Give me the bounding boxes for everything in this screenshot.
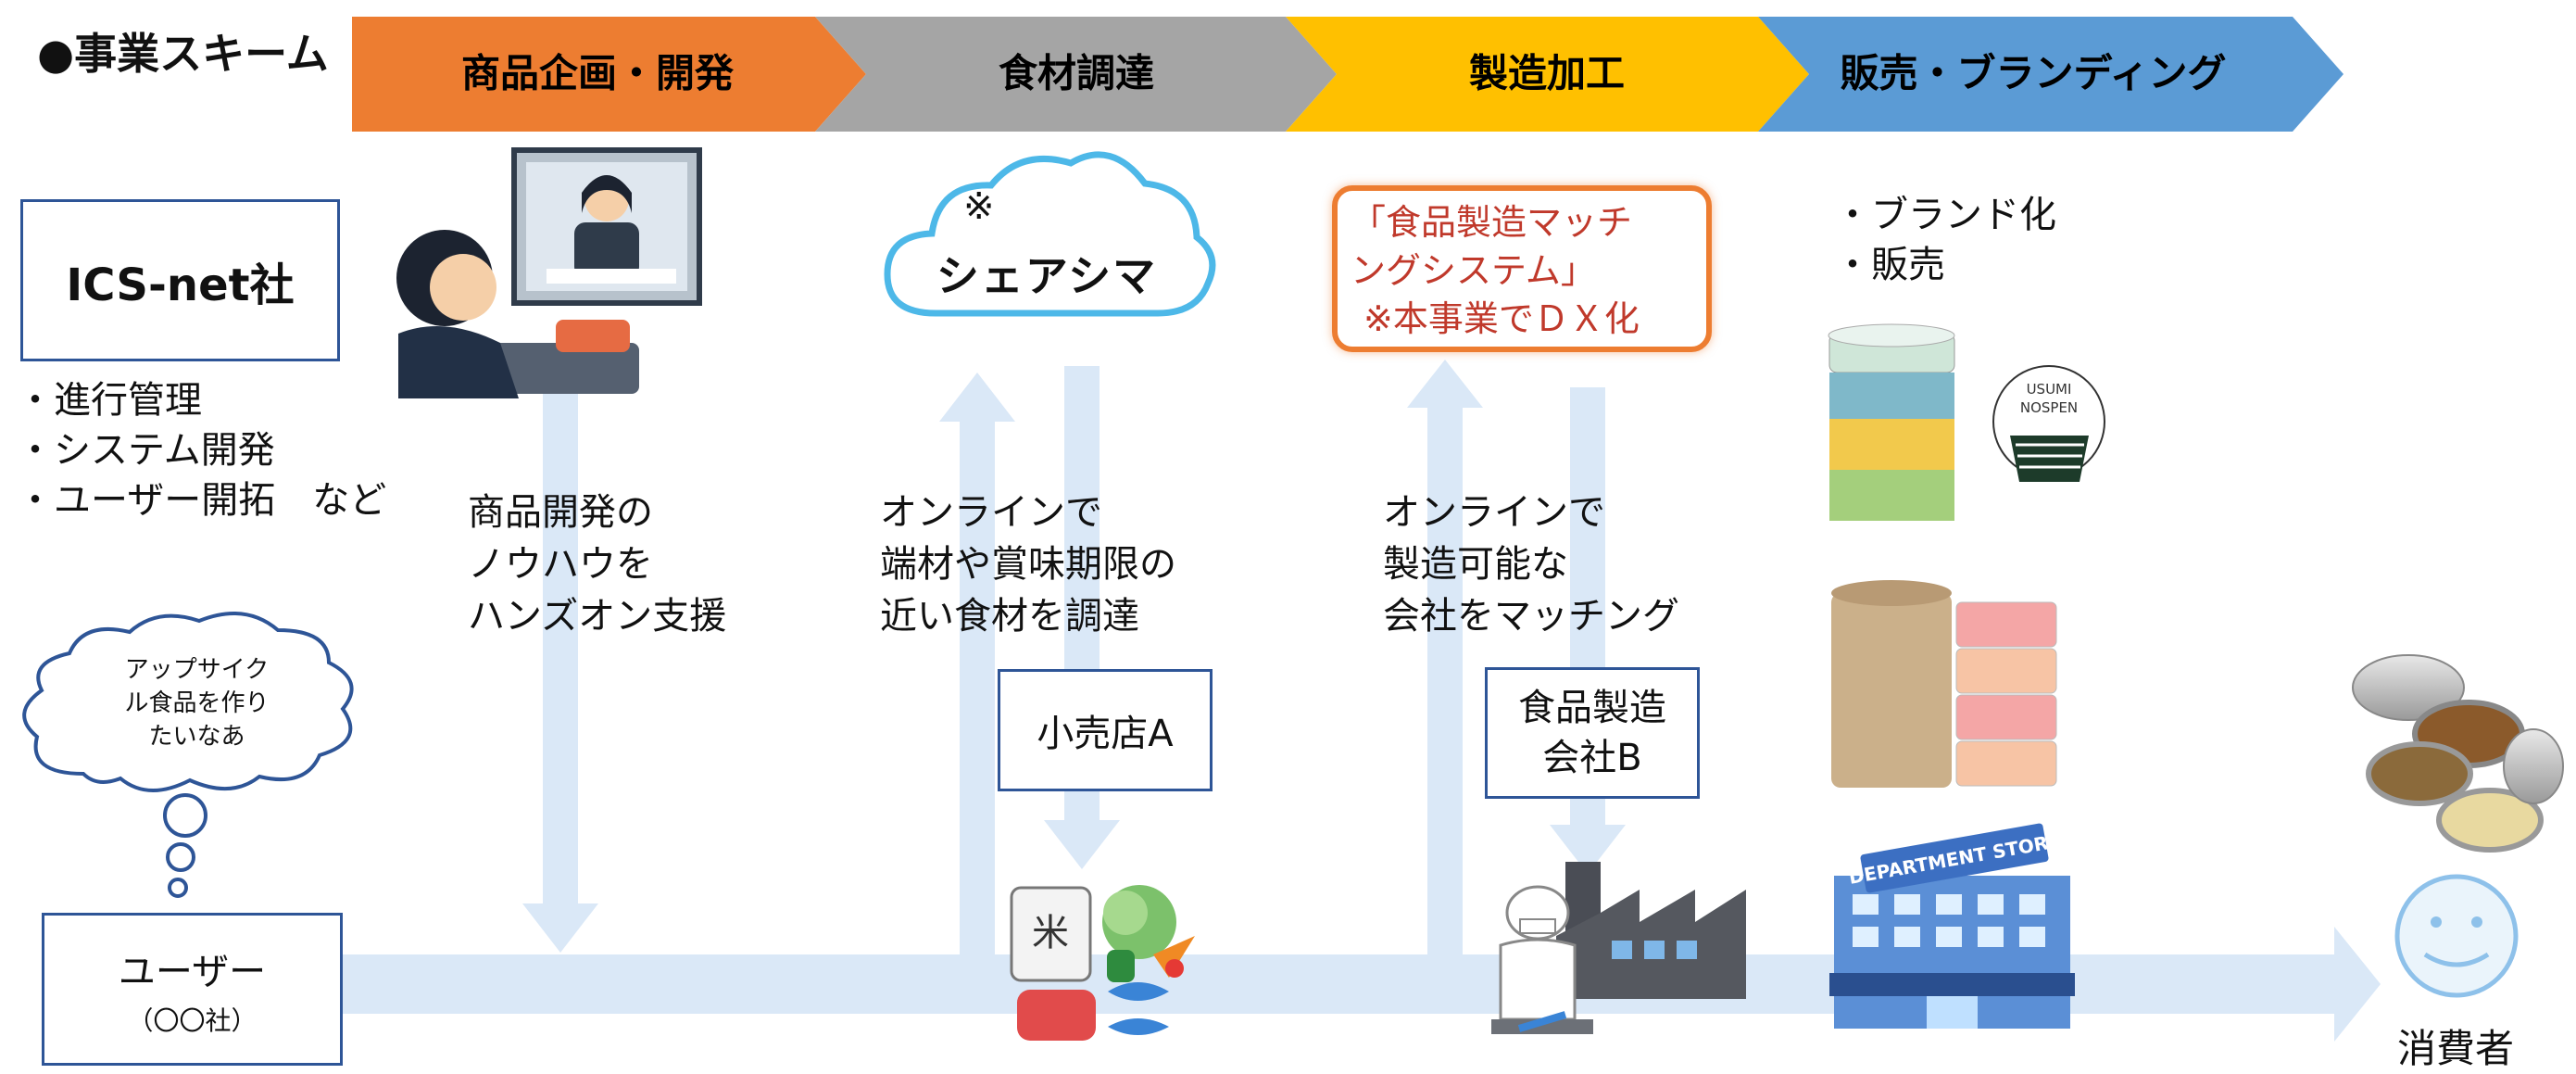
- thought-text: アップサイク ル食品を作り たいなあ: [88, 653, 306, 753]
- caption-line: 会社をマッチング: [1383, 595, 1679, 638]
- page-title: ●事業スキーム: [37, 29, 329, 79]
- canned-product-stack: [1828, 323, 1955, 521]
- thought-line: ル食品を作り: [124, 689, 270, 717]
- thought-line: たいなあ: [148, 723, 245, 751]
- role-item: ・進行管理: [17, 379, 202, 422]
- thought-bubble: [22, 612, 354, 898]
- stage-label-sales-branding: 販売・ブランディング: [1840, 51, 2226, 96]
- caption-dev-support: 商品開発の ノウハウを ハンズオン支援: [468, 486, 726, 642]
- user-sublabel: （〇〇社）: [127, 1005, 258, 1036]
- svg-text:USUMI: USUMI: [2027, 381, 2072, 398]
- stage-label-manufacturing: 製造加工: [1469, 51, 1625, 96]
- consumer-cans-illustration: [2352, 654, 2564, 853]
- factory-worker-illustration: [1491, 862, 1746, 1034]
- caption-line: ノウハウを: [468, 543, 653, 586]
- role-item: ・ユーザー開拓 など: [17, 479, 387, 522]
- cloud-shape: [884, 151, 1216, 317]
- brand-sales-list: ・ブランド化 ・販売: [1834, 190, 2056, 290]
- flow-arrow-procure-up: [939, 373, 1015, 954]
- thought-line: アップサイク: [124, 656, 270, 684]
- matching-system-box: 「食品製造マッチ ングシステム」 ※本事業でＤＸ化: [1332, 185, 1712, 352]
- caption-line: ハンズオン支援: [468, 595, 727, 638]
- stage-procurement: [815, 17, 1337, 132]
- flow-arrow-procure-down: [1044, 366, 1120, 869]
- caption-manufacturing: オンラインで 製造可能な 会社をマッチング: [1383, 486, 1679, 642]
- manufacturer-line: 会社B: [1542, 737, 1642, 779]
- matching-line: ※本事業でＤＸ化: [1363, 298, 1640, 339]
- manufacturer-line: 食品製造: [1518, 687, 1666, 729]
- flow-arrow-manufacture-up: [1407, 360, 1483, 954]
- caption-procurement: オンラインで 端材や賞味期限の 近い食材を調達: [880, 486, 1176, 642]
- matching-line: ングシステム」: [1351, 250, 1596, 291]
- brand-item: ・販売: [1834, 244, 1945, 286]
- cloud-note: ※: [963, 185, 995, 228]
- stage-product-planning: [352, 17, 866, 132]
- caption-line: 製造可能な: [1383, 543, 1568, 586]
- user-box: ユーザー （〇〇社）: [42, 913, 343, 1066]
- video-consult-illustration: [396, 147, 702, 398]
- caption-line: 商品開発の: [468, 491, 653, 534]
- svg-text:米: 米: [1032, 912, 1069, 954]
- department-store-illustration: DEPARTMENT STORE: [1829, 823, 2075, 1029]
- caption-line: 近い食材を調達: [880, 595, 1139, 638]
- retailer-a-box: 小売店A: [998, 669, 1213, 791]
- flow-arrow-manufacture-down: [1550, 387, 1626, 874]
- caption-line: オンラインで: [1383, 491, 1605, 534]
- food-ingredients-illustration: 米: [1010, 885, 1195, 1041]
- role-item: ・システム開発: [17, 429, 275, 472]
- caption-line: オンラインで: [880, 491, 1102, 534]
- consumer-smiley-icon: [2394, 874, 2519, 998]
- stage-label-procurement: 食材調達: [999, 51, 1154, 96]
- flow-arrow-dev-down: [522, 389, 598, 953]
- stage-manufacturing: [1286, 17, 1809, 132]
- company-name: ICS-net社: [66, 259, 295, 311]
- manufacturer-b-box: 食品製造 会社B: [1485, 667, 1700, 799]
- consumer-label: 消費者: [2397, 1026, 2515, 1071]
- stage-sales-branding: [1758, 17, 2344, 132]
- stage-label-product-planning: 商品企画・開発: [461, 51, 735, 96]
- svg-text:NOSPEN: NOSPEN: [2020, 399, 2078, 416]
- company-roles: ・進行管理 ・システム開発 ・ユーザー開拓 など: [17, 375, 386, 525]
- caption-line: 端材や賞味期限の: [880, 543, 1176, 586]
- retailer-label: 小売店A: [1037, 713, 1174, 755]
- brand-item: ・ブランド化: [1834, 194, 2056, 236]
- company-box-ics-net: ICS-net社: [20, 199, 340, 361]
- matching-line: 「食品製造マッチ: [1351, 202, 1633, 243]
- user-label: ユーザー: [118, 950, 267, 993]
- brand-logo: USUMI NOSPEN: [1992, 365, 2105, 482]
- gift-package: [1831, 580, 2057, 788]
- cloud-logo-shareshima: シェアシマ: [936, 251, 1158, 301]
